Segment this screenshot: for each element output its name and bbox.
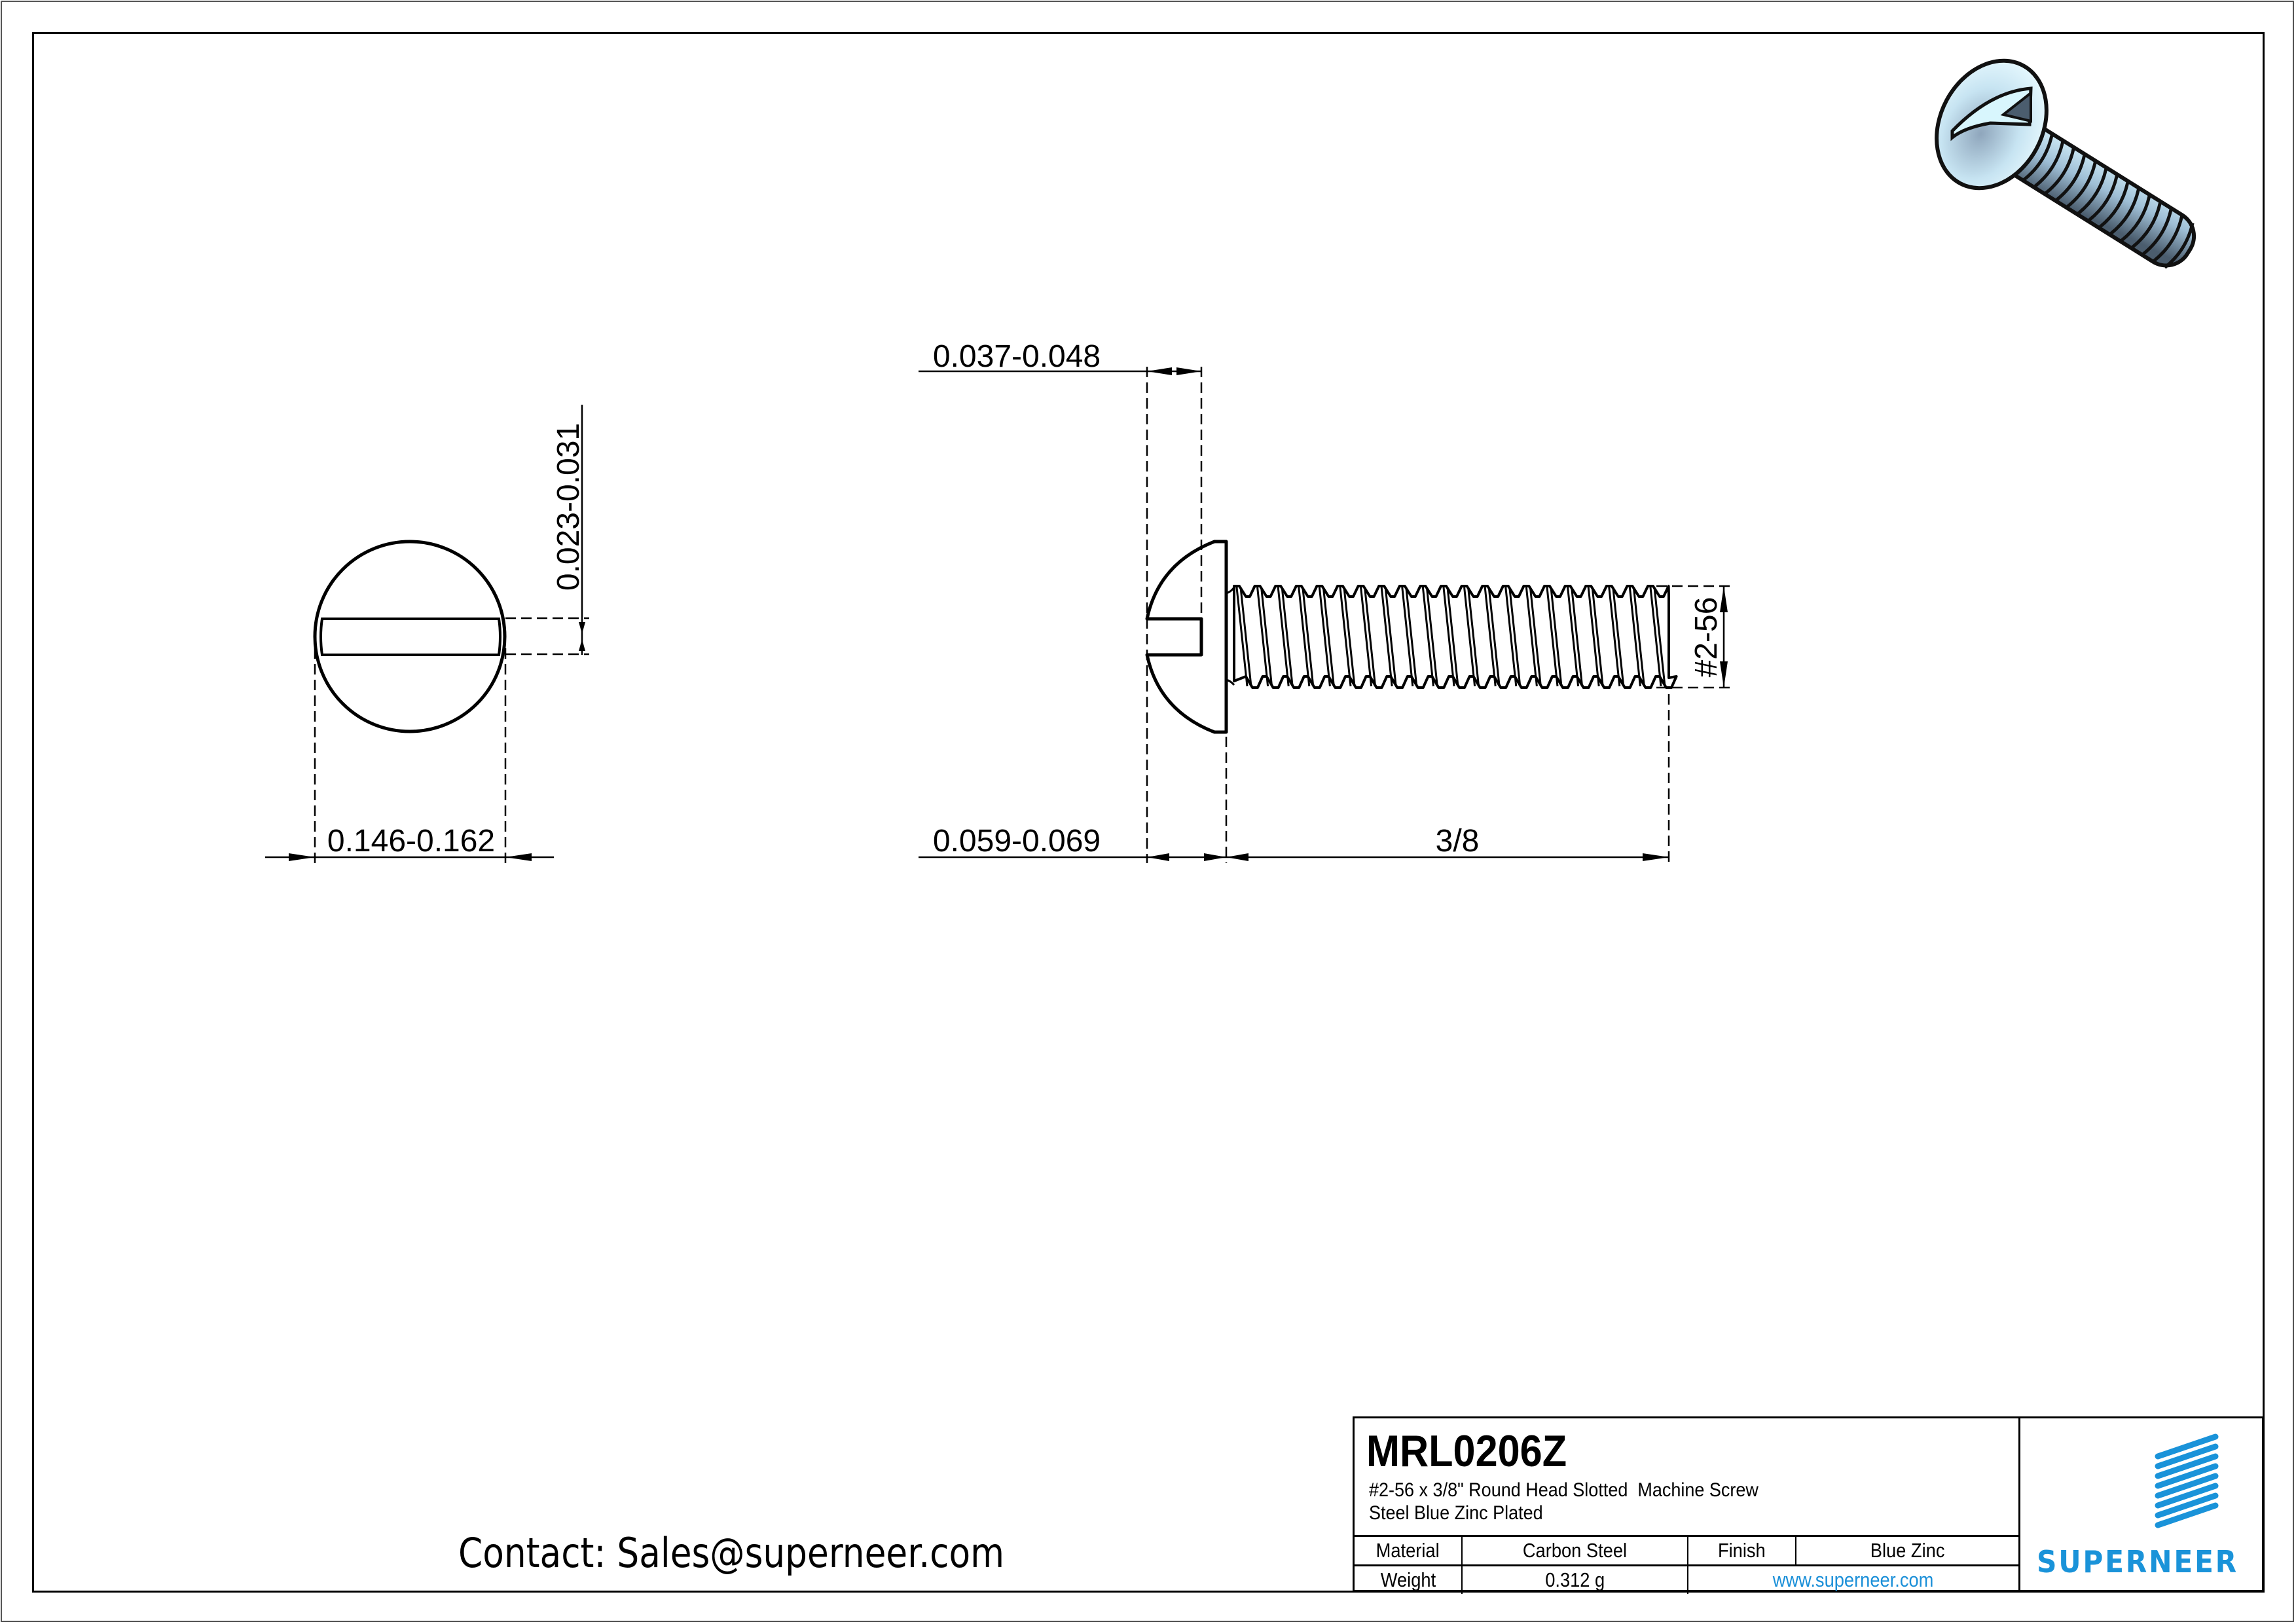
description-line-2: Steel Blue Zinc Plated	[1369, 1502, 1543, 1524]
brand-wordmark: SUPERNEER	[2037, 1544, 2239, 1579]
description-line-1: #2-56 x 3/8" Round Head Slotted Machine …	[1369, 1479, 1758, 1501]
table-row: Weight 0.312 g www.superneer.com	[1355, 1566, 2018, 1594]
head-profile	[1145, 540, 1228, 734]
slot-outline	[319, 618, 501, 656]
part-number: MRL0206Z	[1366, 1426, 1567, 1476]
properties-table: Material Carbon Steel Finish Blue Zinc W…	[1355, 1535, 2018, 1594]
finish-value: Blue Zinc	[1870, 1539, 1945, 1562]
thread-profile	[1226, 585, 1678, 689]
front-view: 0.146-0.162 0.023-0.031	[265, 405, 589, 863]
drawing-frame	[32, 32, 2265, 1593]
material-value: Carbon Steel	[1463, 1537, 1688, 1564]
dim-thread-size: #2-56	[1689, 597, 1724, 678]
dim-head-diameter: 0.146-0.162	[327, 824, 495, 858]
dim-slot-depth: 0.037-0.048	[933, 339, 1101, 374]
dim-head-height: 0.059-0.069	[933, 824, 1101, 858]
head-outline	[313, 540, 507, 733]
iso-screw-render	[1935, 58, 2196, 269]
contact-email[interactable]: Contact: Sales@superneer.com	[458, 1529, 1005, 1577]
material-label: Material	[1355, 1537, 1463, 1564]
weight-label: Weight	[1355, 1566, 1463, 1594]
dim-length: 3/8	[1436, 824, 1480, 858]
website-link[interactable]: www.superneer.com	[1773, 1568, 1934, 1591]
finish-label: Finish	[1688, 1537, 1796, 1564]
dim-slot-width: 0.023-0.031	[551, 423, 586, 591]
side-view: 0.037-0.048 0.059-0.069 3/8 #2-56	[919, 339, 1732, 863]
weight-value: 0.312 g	[1463, 1566, 1688, 1594]
title-block: MRL0206Z #2-56 x 3/8" Round Head Slotted…	[1353, 1416, 2264, 1594]
brand-logo: SUPERNEER	[2020, 1418, 2262, 1590]
title-block-info: MRL0206Z #2-56 x 3/8" Round Head Slotted…	[1355, 1418, 2020, 1594]
table-row: Material Carbon Steel Finish Blue Zinc	[1355, 1537, 2018, 1566]
stripes-logo-icon	[2155, 1433, 2219, 1528]
